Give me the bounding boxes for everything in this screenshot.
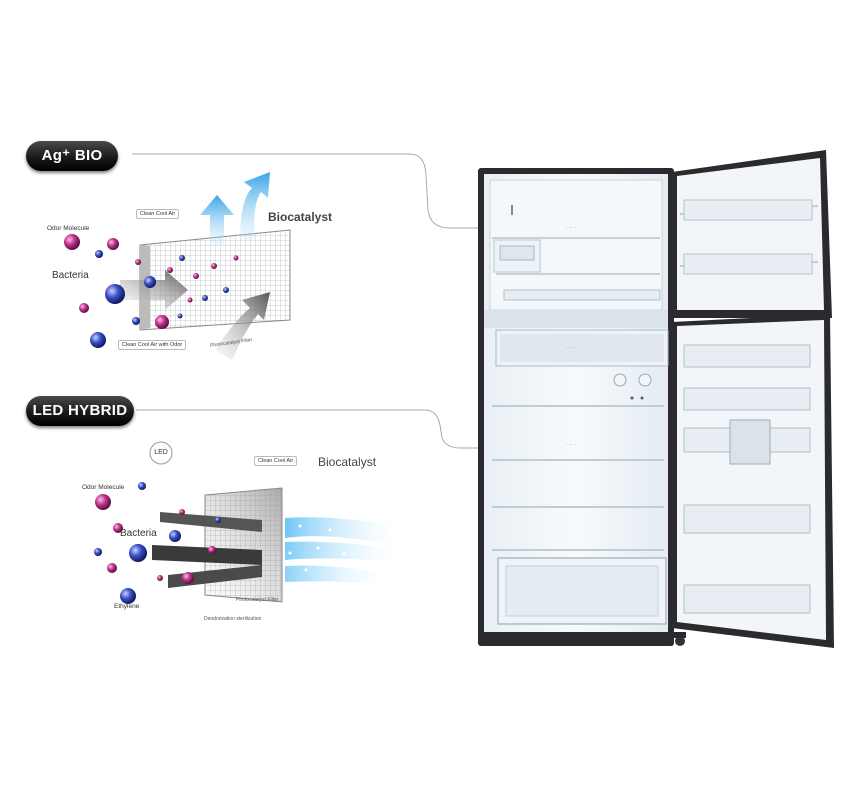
led-photocatalyst-label: Photocatalyst Filter <box>236 597 279 603</box>
ag-biocatalyst-label: Biocatalyst <box>268 210 333 224</box>
led-biocatalyst-label: Biocatalyst <box>318 455 377 469</box>
ag-clean-cool-air-tag: Clean Cool Air <box>136 209 180 219</box>
ag-bio-diagram <box>64 172 291 360</box>
led-hybrid-badge: LED HYBRID <box>26 396 134 426</box>
ag-clean-air-odor-tag: Clean Cool Air with Odor <box>118 340 187 350</box>
led-hybrid-diagram <box>94 441 392 604</box>
ag-bio-leader-line <box>132 153 560 229</box>
ag-odor-molecule-label: Odor Molecule <box>47 225 90 232</box>
led-hybrid-leader-line <box>136 409 560 449</box>
led-deodorization-label: Deodorization sterilization <box>204 616 262 622</box>
led-ethylene-label: Ethylene <box>114 603 140 610</box>
fridge-label-lower: · · · <box>566 442 577 448</box>
led-bacteria-label: Bacteria <box>120 528 157 539</box>
led-label: LED <box>154 449 168 456</box>
led-odor-molecule-label: Odor Molecule <box>82 484 125 491</box>
fridge-label-top: · · · · <box>566 225 581 231</box>
refrigerator-drawing <box>478 150 834 648</box>
led-clean-cool-air-tag: Clean Cool Air <box>254 456 298 466</box>
ag-bio-badge: Ag⁺ BIO <box>26 141 118 171</box>
ag-bacteria-label: Bacteria <box>52 270 89 281</box>
fridge-label-mid: · · · · <box>566 345 581 351</box>
